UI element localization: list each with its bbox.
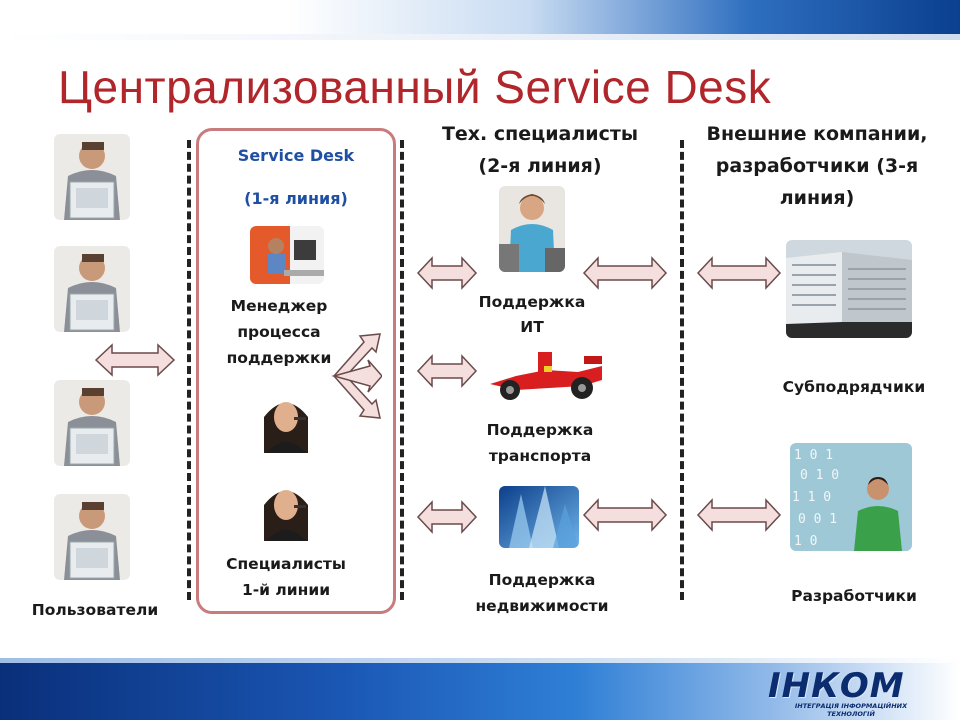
property-label-2: недвижимости: [475, 597, 609, 615]
second-line-heading-1: Тех. специалисты: [441, 123, 639, 145]
top-decorative-band: [0, 0, 960, 34]
bottom-line: [0, 658, 960, 663]
svg-text:1 0: 1 0: [794, 534, 817, 549]
it-label-1: Поддержка: [478, 293, 586, 311]
arrow-branch-manager: [330, 330, 382, 422]
svg-text:0 0 1: 0 0 1: [798, 512, 837, 527]
logo-name: ІНКОМ: [768, 666, 905, 706]
svg-text:1 0 1: 1 0 1: [794, 448, 833, 463]
user-photo-4: [54, 494, 130, 580]
user-photo-1: [54, 134, 130, 220]
svg-text:1 1 0: 1 1 0: [792, 490, 831, 505]
specialists-label-2: 1-й линии: [241, 581, 331, 599]
third-line-heading-2: разработчики (3-я: [715, 155, 919, 177]
it-label-2: ИТ: [520, 318, 544, 336]
manager-label-1: Менеджер: [230, 297, 328, 315]
users-label: Пользователи: [31, 601, 159, 619]
user-photo-3: [54, 380, 130, 466]
subcontractors-photo: [786, 240, 912, 338]
arrow-it-right: [582, 256, 668, 290]
arrow-users-servicedesk: [94, 343, 176, 377]
divider-left: [187, 140, 191, 600]
arrow-sd-transport: [416, 354, 478, 388]
second-line-heading-2: (2-я линия): [478, 155, 602, 177]
divider-right: [680, 140, 684, 600]
transport-label-1: Поддержка: [486, 421, 594, 439]
third-line-heading-3: линия): [779, 187, 855, 209]
arrow-sd-it: [416, 256, 478, 290]
transport-label-2: транспорта: [488, 447, 592, 465]
slide-title: Централизованный Service Desk: [58, 61, 772, 113]
manager-photo: [250, 226, 324, 284]
property-label-1: Поддержка: [488, 571, 596, 589]
svg-text:0 1 0: 0 1 0: [800, 468, 839, 483]
developers-photo: 1 0 1 0 1 0 1 1 0 0 0 1 1 0: [790, 443, 912, 551]
operator-photo-1: [250, 383, 322, 453]
subcontractors-label: Субподрядчики: [782, 378, 926, 396]
third-line-heading-1: Внешние компании,: [706, 123, 928, 145]
specialists-label-1: Специалисты: [226, 555, 346, 573]
logo-tagline-2: ТЕХНОЛОГІЙ: [827, 710, 875, 718]
arrow-sd-property: [416, 500, 478, 534]
divider-mid: [400, 140, 404, 600]
operator-photo-2: [250, 471, 322, 541]
logo-tagline-1: ІНТЕГРАЦІЯ ІНФОРМАЦІЙНИХ: [794, 702, 908, 710]
user-photo-2: [54, 246, 130, 332]
service-desk-title: Service Desk: [237, 146, 355, 165]
developers-label: Разработчики: [791, 587, 917, 605]
manager-label-2: процесса: [237, 323, 321, 341]
transport-support-photo: [486, 340, 606, 406]
arrow-third-developers: [696, 498, 782, 532]
arrow-property-right: [582, 498, 668, 532]
property-support-photo: [499, 486, 579, 548]
arrow-third-subcontractors: [696, 256, 782, 290]
manager-label-3: поддержки: [226, 349, 332, 367]
service-desk-subtitle: (1-я линия): [244, 189, 348, 208]
it-support-photo: [499, 186, 565, 272]
top-swoosh: [0, 34, 960, 40]
company-logo: ІНКОМ ІНТЕГРАЦІЯ ІНФОРМАЦІЙНИХ ТЕХНОЛОГІ…: [768, 664, 928, 718]
bottom-decorative-band: [0, 663, 960, 720]
